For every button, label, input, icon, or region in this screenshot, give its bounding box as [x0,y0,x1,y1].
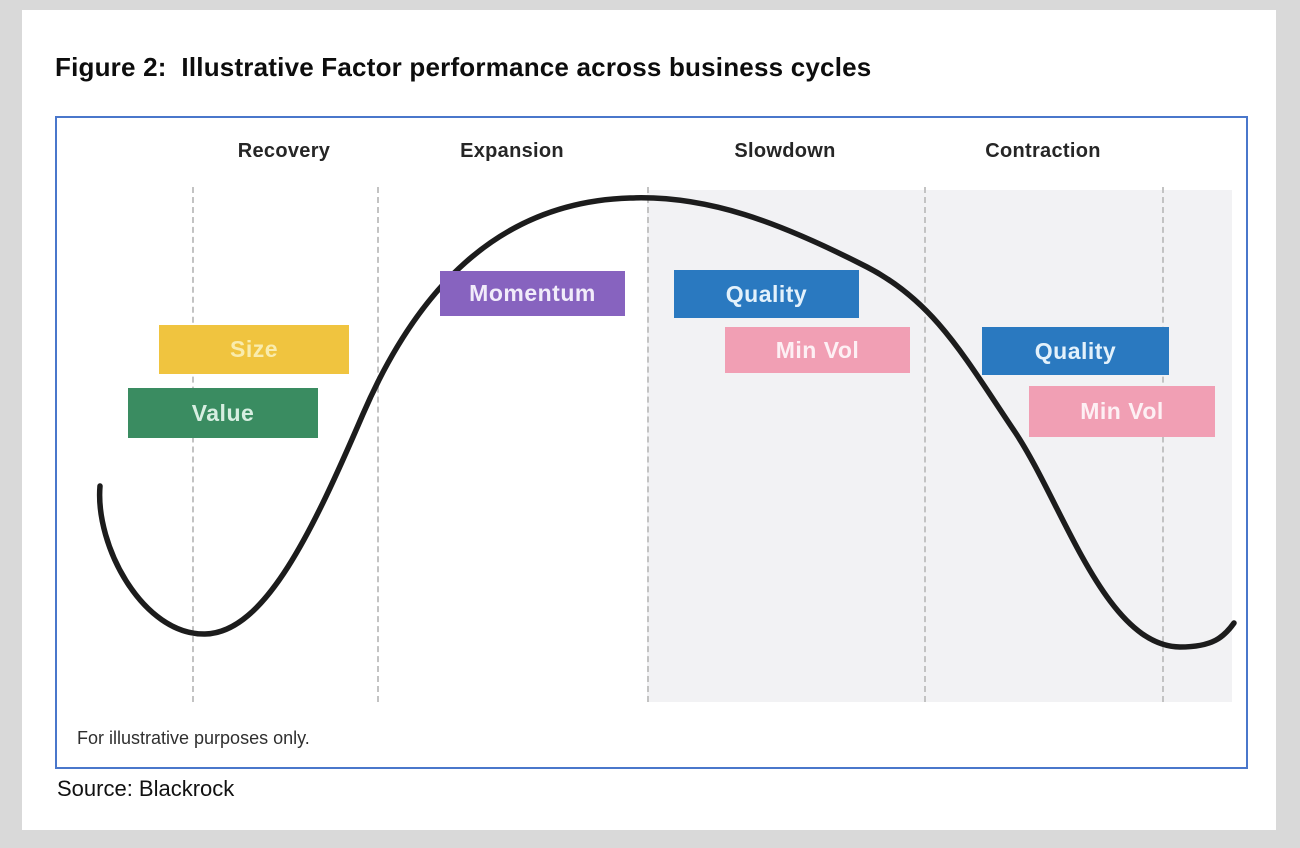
factor-box-label: Min Vol [775,336,860,363]
factor-box-label: Quality [1034,337,1117,364]
phase-label-recovery: Recovery [237,140,331,162]
phase-label-slowdown: Slowdown [734,140,836,162]
factor-box-label: Value [191,399,255,426]
factor-box-label: Momentum [469,280,596,306]
phase-label-contraction: Contraction [985,140,1101,162]
factor-box-quality-slowdown: Quality [674,270,859,318]
factor-box-quality-contraction: Quality [982,327,1169,375]
phase-divider-2 [377,187,379,702]
phase-divider-3 [647,187,649,702]
phase-label-expansion: Expansion [460,140,564,162]
factor-box-momentum: Momentum [440,271,625,316]
phase-divider-5 [1162,187,1164,702]
document-page: Figure 2: Illustrative Factor performanc… [22,10,1276,830]
factor-box-label: Size [229,336,279,362]
figure-title: Figure 2: Illustrative Factor performanc… [55,52,872,82]
factor-box-minvol-contraction: Min Vol [1029,386,1215,437]
figure-card: Recovery Expansion Slowdown Contraction … [55,116,1248,769]
business-cycle-curve [96,195,1237,650]
phase-divider-1 [192,187,194,702]
figure-source: Source: Blackrock [57,776,235,801]
factor-box-value: Value [128,388,318,438]
figure-footnote: For illustrative purposes only. [77,728,310,748]
factor-box-size: Size [159,325,349,374]
factor-box-label: Min Vol [1080,398,1164,424]
factor-box-minvol-slowdown: Min Vol [725,327,910,373]
phase-divider-4 [924,187,926,702]
factor-box-label: Quality [725,280,808,307]
